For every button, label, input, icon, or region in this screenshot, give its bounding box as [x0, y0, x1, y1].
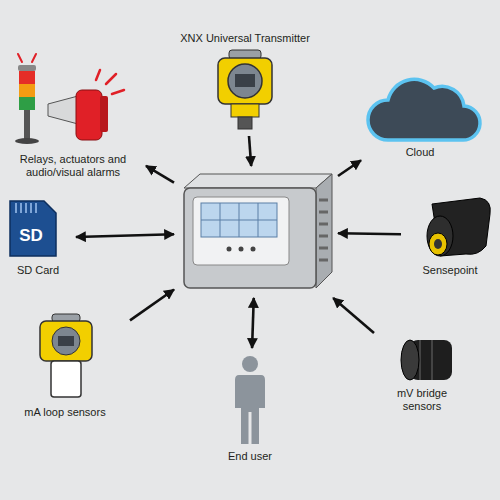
mv-sensor-icon [401, 340, 452, 380]
device-label: SD Card [6, 264, 70, 278]
transmitter-window [228, 64, 262, 98]
device-label: XNX Universal Transmitter [162, 32, 328, 46]
controller-screen [201, 203, 277, 237]
ma-sensor-icon [40, 314, 92, 397]
transmitter-icon [218, 50, 272, 129]
mv-sensor-face [401, 340, 419, 380]
device-node: XNX Universal Transmitter [160, 30, 330, 132]
connector-arrow [130, 290, 174, 321]
ma-sensor-cell [51, 361, 81, 397]
transmitter-neck [231, 104, 259, 117]
sensepoint-ring [429, 233, 447, 255]
sensepoint-front [427, 216, 453, 256]
connector-arrow [338, 160, 361, 176]
person-icon [235, 356, 265, 444]
connector-arrow [252, 298, 254, 348]
sd-card-body [10, 201, 56, 256]
light-rays [18, 54, 36, 62]
device-node: Sensepoint [405, 190, 495, 280]
cloud-icon [368, 79, 480, 140]
stack-light-red [19, 71, 35, 84]
person-body [235, 375, 265, 444]
controller-panel [193, 197, 289, 265]
stack-light-amber [19, 84, 35, 97]
controller-terminals [319, 200, 328, 260]
siren-body [76, 90, 102, 140]
sd-card-icon [10, 201, 56, 256]
controller-top [184, 174, 332, 188]
transmitter-housing [218, 58, 272, 104]
ma-sensor-screen [58, 336, 74, 346]
person-head [242, 356, 258, 372]
ma-sensor-window [52, 327, 80, 355]
device-node: Cloud [365, 78, 475, 162]
device-label: Relays, actuators and audio/visual alarm… [6, 153, 140, 181]
card-marking: SD [19, 226, 43, 246]
connector-arrow [338, 232, 401, 236]
device-node: mV bridge sensors [378, 332, 466, 416]
stack-light-pole [24, 110, 30, 140]
device-label: Sensepoint [407, 264, 493, 278]
device-node: End user [210, 352, 290, 466]
connector-arrow [76, 234, 174, 237]
stack-light-cap [18, 65, 36, 71]
controller-button [239, 247, 244, 252]
controller-button [251, 247, 256, 252]
siren-back [100, 96, 108, 132]
connector-arrow [333, 298, 374, 333]
transmitter-stem [238, 117, 252, 129]
controller-button [227, 247, 232, 252]
sd-card-contacts [16, 203, 36, 213]
alarm-icon [15, 54, 124, 144]
screen-grid [201, 203, 277, 237]
stack-light-base [15, 138, 39, 144]
connector-arrow [249, 136, 251, 166]
controller-front [184, 188, 316, 288]
controller-icon [184, 174, 332, 288]
transmitter-screen [235, 74, 255, 87]
mv-sensor-ribs [420, 340, 432, 380]
connector-arrow [146, 166, 174, 183]
ma-sensor-housing [40, 321, 92, 361]
sensepoint-icon [427, 198, 490, 256]
device-node: Relays, actuators and audio/visual alarm… [4, 62, 142, 182]
device-node: mA loop sensors [4, 310, 126, 422]
device-label: End user [212, 450, 288, 464]
controller-side [316, 174, 332, 288]
siren-horn [48, 96, 78, 124]
siren-rays [96, 70, 124, 94]
device-node [178, 170, 334, 294]
stack-light-green [19, 97, 35, 110]
device-label: mA loop sensors [6, 406, 124, 420]
device-label: Cloud [367, 146, 473, 160]
device-label: mV bridge sensors [380, 387, 464, 415]
sensepoint-lens [434, 239, 442, 249]
